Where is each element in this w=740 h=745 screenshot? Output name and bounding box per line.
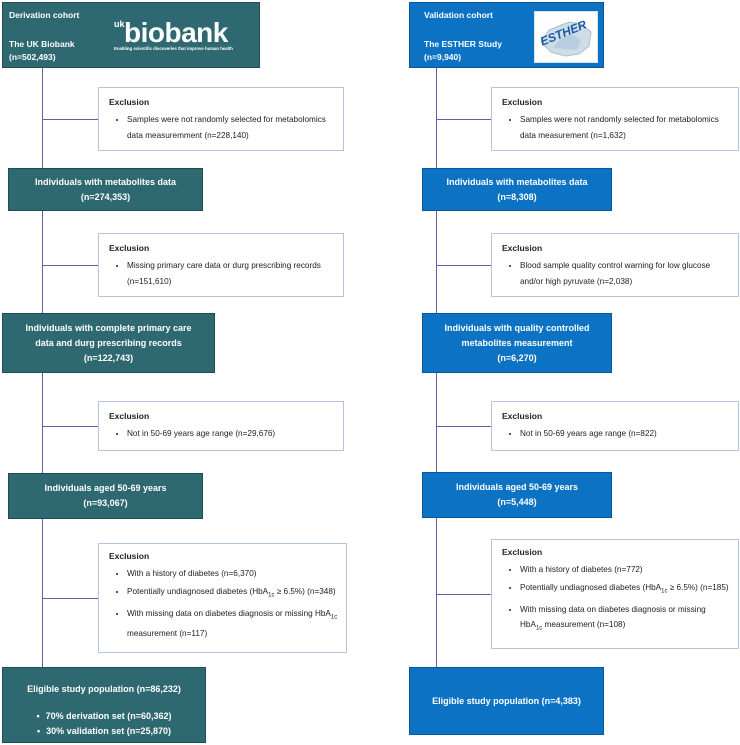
exclusion-item: Samples were not randomly selected for m… bbox=[520, 112, 730, 143]
validation-cohort-header: Validation cohort The ESTHER Study (n=9,… bbox=[409, 2, 604, 68]
final-split-item: 70% derivation set (n=60,362) bbox=[37, 709, 172, 724]
derivation-stage-box-2: Individuals with complete primary care d… bbox=[2, 313, 215, 373]
exclusion-list: With a history of diabetes (n=772) Poten… bbox=[502, 562, 730, 637]
validation-stage-box-1: Individuals with metabolites data (n=8,3… bbox=[422, 168, 612, 211]
validation-study-count: (n=9,940) bbox=[424, 52, 462, 62]
stage-count: (n=122,743) bbox=[83, 352, 134, 363]
stage-count: (n=6,270) bbox=[497, 352, 537, 363]
stage-count: (n=8,308) bbox=[497, 191, 537, 202]
derivation-exclusion-box-4: Exclusion With a history of diabetes (n=… bbox=[98, 543, 347, 653]
exclusion-title: Exclusion bbox=[502, 97, 543, 107]
exclusion-item: Samples were not randomly selected for m… bbox=[127, 112, 335, 143]
validation-final-box: Eligible study population (n=4,383) bbox=[409, 667, 604, 735]
exclusion-list: Not in 50-69 years age range (n=29,676) bbox=[109, 426, 335, 442]
stage-count: (n=93,067) bbox=[83, 498, 128, 508]
stage-label: data and durg prescribing records bbox=[35, 337, 182, 348]
exclusion-title: Exclusion bbox=[109, 551, 150, 561]
final-split-item: 30% validation set (n=25,870) bbox=[37, 724, 172, 739]
validation-cohort-label: Validation cohort bbox=[424, 10, 493, 20]
stage-label: Individuals with metabolites data bbox=[34, 176, 177, 187]
stage-count: (n=274,353) bbox=[80, 191, 131, 202]
final-title: Eligible study population (n=86,232) bbox=[27, 684, 181, 694]
exclusion-title: Exclusion bbox=[109, 411, 150, 421]
exclusion-list: Missing primary care data or durg prescr… bbox=[109, 258, 335, 289]
final-split-list: 70% derivation set (n=60,362) 30% valida… bbox=[37, 709, 172, 739]
derivation-exclusion-box-1: Exclusion Samples were not randomly sele… bbox=[98, 87, 344, 151]
validation-study-name: The ESTHER Study bbox=[424, 39, 502, 49]
derivation-exclusion-box-3: Exclusion Not in 50-69 years age range (… bbox=[98, 401, 344, 451]
exclusion-item: Missing primary care data or durg prescr… bbox=[127, 258, 335, 289]
exclusion-list: Samples were not randomly selected for m… bbox=[109, 112, 335, 143]
derivation-branch-line-1 bbox=[42, 119, 99, 120]
exclusion-item: Not in 50-69 years age range (n=29,676) bbox=[127, 426, 335, 442]
uk-biobank-logo-prefix: uk bbox=[114, 19, 125, 29]
validation-exclusion-box-4: Exclusion With a history of diabetes (n=… bbox=[491, 539, 739, 649]
esther-logo: ESTHER bbox=[534, 11, 598, 63]
exclusion-item: Not in 50-69 years age range (n=822) bbox=[520, 426, 730, 442]
derivation-branch-line-4 bbox=[42, 598, 99, 599]
exclusion-list: Not in 50-69 years age range (n=822) bbox=[502, 426, 730, 442]
uk-biobank-logo-name: biobank bbox=[124, 17, 228, 48]
exclusion-title: Exclusion bbox=[502, 411, 543, 421]
stage-label: Individuals with metabolites data bbox=[446, 176, 588, 187]
derivation-final-box: Eligible study population (n=86,232) 70%… bbox=[2, 667, 206, 743]
stage-label: Individuals aged 50-69 years bbox=[44, 483, 167, 493]
validation-stage-box-3: Individuals aged 50-69 years (n=5,448) bbox=[422, 472, 612, 518]
stage-label: Individuals with complete primary care bbox=[25, 322, 192, 333]
exclusion-item: Potentially undiagnosed diabetes (HbA1c … bbox=[520, 580, 730, 600]
validation-exclusion-box-2: Exclusion Blood sample quality control w… bbox=[491, 233, 739, 297]
exclusion-item: With missing data on diabetes diagnosis … bbox=[520, 602, 730, 638]
final-title: Eligible study population (n=4,383) bbox=[432, 695, 581, 706]
validation-branch-line-1 bbox=[436, 119, 492, 120]
validation-branch-line-4 bbox=[436, 594, 492, 595]
derivation-branch-line-3 bbox=[42, 426, 99, 427]
uk-biobank-logo-tagline: Enabling scientific discoveries that imp… bbox=[114, 46, 233, 51]
validation-branch-line-3 bbox=[436, 426, 492, 427]
exclusion-list: With a history of diabetes (n=6,370) Pot… bbox=[109, 566, 338, 641]
exclusion-title: Exclusion bbox=[109, 97, 150, 107]
derivation-branch-line-2 bbox=[42, 265, 99, 266]
stage-label: Individuals aged 50-69 years bbox=[455, 482, 579, 492]
derivation-stage-box-3: Individuals aged 50-69 years (n=93,067) bbox=[8, 473, 203, 519]
exclusion-title: Exclusion bbox=[109, 243, 150, 253]
validation-stage-box-2: Individuals with quality controlled meta… bbox=[422, 313, 612, 373]
validation-branch-line-2 bbox=[436, 265, 492, 266]
esther-map-icon bbox=[540, 21, 592, 57]
exclusion-item: Potentially undiagnosed diabetes (HbA1c … bbox=[127, 584, 338, 604]
stage-count: (n=5,448) bbox=[497, 497, 537, 507]
exclusion-list: Blood sample quality control warning for… bbox=[502, 258, 730, 289]
derivation-cohort-header: Derivation cohort The UK Biobank (n=502,… bbox=[2, 2, 260, 68]
derivation-cohort-label: Derivation cohort bbox=[9, 10, 80, 20]
exclusion-item: With a history of diabetes (n=772) bbox=[520, 562, 730, 578]
validation-exclusion-box-3: Exclusion Not in 50-69 years age range (… bbox=[491, 401, 739, 451]
derivation-study-name: The UK Biobank bbox=[9, 39, 75, 49]
derivation-stage-box-1: Individuals with metabolites data (n=274… bbox=[8, 168, 203, 211]
exclusion-title: Exclusion bbox=[502, 243, 543, 253]
derivation-exclusion-box-2: Exclusion Missing primary care data or d… bbox=[98, 233, 344, 297]
stage-label: metabolites measurement bbox=[461, 337, 573, 348]
derivation-study-count: (n=502,493) bbox=[9, 52, 56, 62]
validation-exclusion-box-1: Exclusion Samples were not randomly sele… bbox=[491, 87, 739, 151]
exclusion-item: Blood sample quality control warning for… bbox=[520, 258, 730, 289]
exclusion-item: With a history of diabetes (n=6,370) bbox=[127, 566, 338, 582]
exclusion-list: Samples were not randomly selected for m… bbox=[502, 112, 730, 143]
stage-label: Individuals with quality controlled bbox=[444, 322, 590, 333]
uk-biobank-logo: uk biobank Enabling scientific discoveri… bbox=[111, 17, 251, 57]
exclusion-title: Exclusion bbox=[502, 547, 543, 557]
exclusion-item: With missing data on diabetes diagnosis … bbox=[127, 606, 338, 642]
